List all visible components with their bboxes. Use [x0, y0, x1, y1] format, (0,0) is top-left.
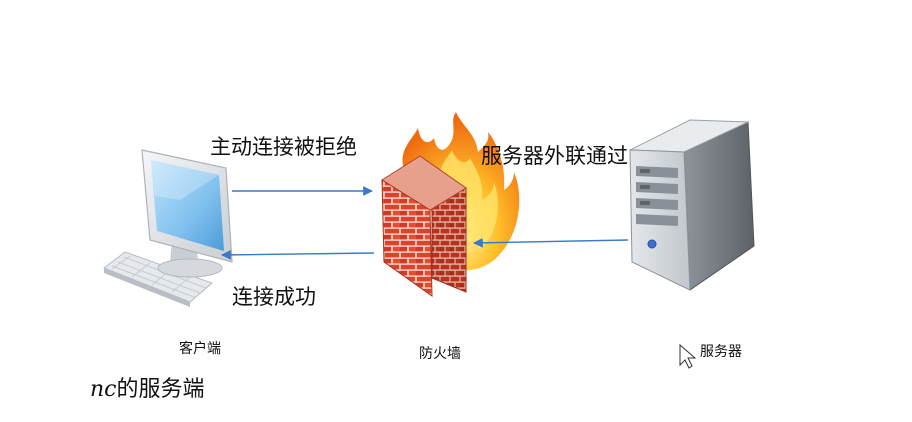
- firewall-icon: [381, 112, 520, 297]
- label-connection-rejected: 主动连接被拒绝: [210, 135, 357, 159]
- label-connection-success: 连接成功: [232, 285, 316, 309]
- server-icon: [629, 119, 755, 291]
- cursor-icon: [679, 343, 697, 369]
- label-firewall: 防火墙: [419, 346, 461, 362]
- arrow-server-to-firewall: [473, 237, 629, 248]
- label-client: 客户端: [179, 341, 221, 357]
- label-server: 服务器: [700, 344, 742, 360]
- computer-icon: [102, 149, 233, 307]
- title-prefix: nc: [90, 377, 117, 402]
- arrow-firewall-to-client: [221, 249, 375, 260]
- arrows: [221, 186, 629, 260]
- title-suffix: 的服务端: [116, 377, 205, 402]
- label-outbound-allowed: 服务器外联通过: [481, 144, 628, 168]
- page-title: nc的服务端: [90, 371, 205, 403]
